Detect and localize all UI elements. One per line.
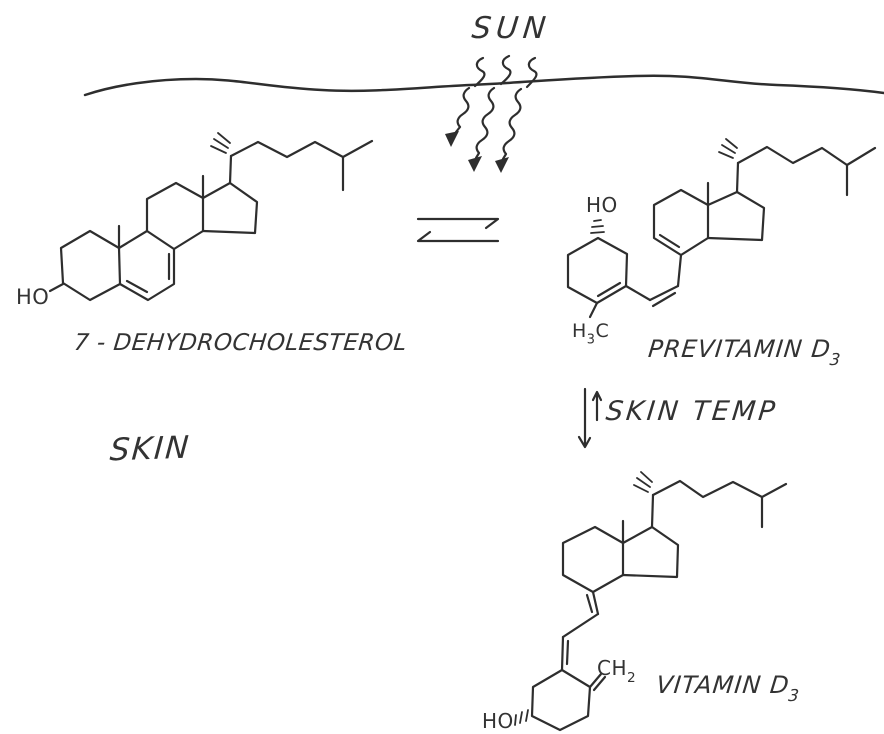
uv-ray-squiggles <box>473 54 538 89</box>
methylene-subscript: 2 <box>627 669 637 686</box>
compound-subscript: 3 <box>787 686 801 706</box>
skin-surface-line <box>83 74 884 97</box>
compound-label-previtamin-d3: PREVITAMIN D3 <box>646 335 843 370</box>
compound-name: VITAMIN D <box>654 671 792 699</box>
uv-arrowhead <box>495 157 509 173</box>
hydroxyl-label-previtamin-d3: HO <box>586 193 618 217</box>
compound-subscript: 3 <box>828 350 843 370</box>
sun-label: SUN <box>470 11 553 46</box>
skin-temp-label: SKIN TEMP <box>604 396 780 427</box>
hydroxyl-label-7-dehydrocholesterol: HO <box>16 285 50 309</box>
skin-temp-arrows <box>577 387 603 449</box>
uv-ray-arrows <box>445 86 523 173</box>
methyl-c: C <box>595 320 610 342</box>
uv-arrowhead <box>468 156 482 172</box>
compound-label-7-dehydrocholesterol: 7 - DEHYDROCHOLESTEROL <box>72 330 409 356</box>
methyl-h: H <box>572 320 587 342</box>
skin-label: SKIN <box>108 429 192 469</box>
methylene-label-ch2: CH2 <box>597 658 636 685</box>
methyl-subscript: 3 <box>586 332 596 348</box>
molecule-7-dehydrocholesterol <box>48 132 374 302</box>
molecule-vitamin-d3 <box>514 471 788 732</box>
compound-name: PREVITAMIN D <box>646 335 833 363</box>
equilibrium-arrows <box>416 217 500 243</box>
molecule-previtamin-d3 <box>566 138 877 319</box>
methyl-label-h3c: H3C <box>572 322 609 347</box>
compound-label-vitamin-d3: VITAMIN D3 <box>654 671 802 706</box>
hydroxyl-label-vitamin-d3: HO <box>482 709 514 733</box>
methylene-ch: CH <box>597 656 628 680</box>
uv-arrowhead <box>445 131 459 147</box>
